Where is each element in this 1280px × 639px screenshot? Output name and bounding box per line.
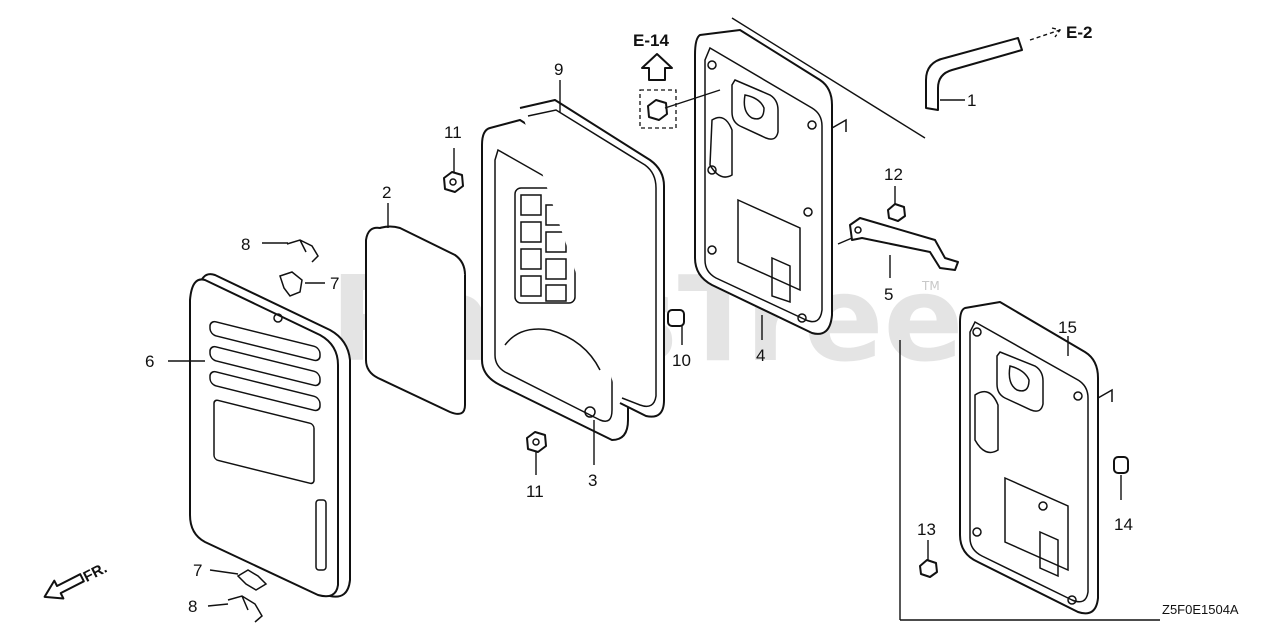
air-cleaner-cover [189, 273, 351, 598]
front-indicator: FR. [43, 560, 110, 600]
up-arrow-icon [641, 53, 673, 81]
gasket [519, 99, 665, 418]
nut-12 [887, 203, 906, 222]
callout-10: 10 [672, 351, 691, 370]
reference-e2: E-2 [1029, 23, 1092, 42]
callout-15: 15 [1058, 318, 1077, 337]
clip-8-top [286, 239, 319, 263]
filter-element [365, 225, 466, 415]
reference-e14: E-14 [633, 31, 673, 81]
breather-tube [925, 37, 1023, 111]
callout-12: 12 [884, 165, 903, 184]
callout-14: 14 [1114, 515, 1133, 534]
clip-7-bottom [236, 569, 268, 591]
right-arrow-icon [1029, 27, 1062, 41]
callout-11-top: 11 [444, 123, 462, 142]
callout-8-top: 8 [241, 235, 250, 254]
air-cleaner-base-alternate [959, 301, 1113, 615]
stay-bracket [849, 217, 959, 271]
callout-13: 13 [917, 520, 936, 539]
air-cleaner-base [694, 29, 847, 335]
callout-2: 2 [382, 183, 391, 202]
clip-8-bottom [227, 595, 263, 623]
callout-3: 3 [588, 471, 597, 490]
collar-10 [667, 309, 685, 327]
callout-8-bottom: 8 [188, 597, 197, 616]
front-indicator-label: FR. [81, 560, 110, 586]
reference-e14-label: E-14 [633, 31, 669, 50]
reference-e2-label: E-2 [1066, 23, 1092, 42]
nut-11-bottom [526, 431, 547, 453]
clip-7-top [279, 271, 303, 297]
callout-6: 6 [145, 352, 154, 371]
nut-13 [919, 559, 938, 578]
nut-e14 [639, 89, 677, 129]
callout-11-bottom: 11 [526, 482, 544, 501]
diagram-code: Z5F0E1504A [1162, 602, 1239, 617]
callout-4: 4 [756, 346, 765, 365]
callout-7-bottom: 7 [193, 561, 202, 580]
front-arrow-icon [43, 573, 85, 600]
leader-lines [168, 17, 1160, 621]
callout-1: 1 [967, 91, 976, 110]
watermark-trademark: TM [921, 279, 940, 293]
collar-14 [1113, 456, 1129, 474]
callout-9: 9 [554, 60, 563, 79]
callout-7-top: 7 [330, 274, 339, 293]
callout-5: 5 [884, 285, 893, 304]
nut-11-top [443, 171, 464, 193]
